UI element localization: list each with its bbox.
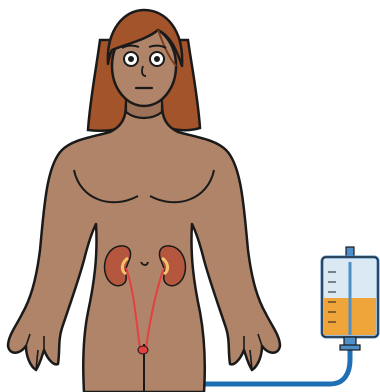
left-pupil bbox=[128, 56, 134, 62]
bladder-outlet bbox=[138, 346, 148, 354]
bag-clamp bbox=[340, 345, 360, 350]
drainage-bag bbox=[322, 247, 378, 350]
right-pupil bbox=[154, 56, 160, 62]
